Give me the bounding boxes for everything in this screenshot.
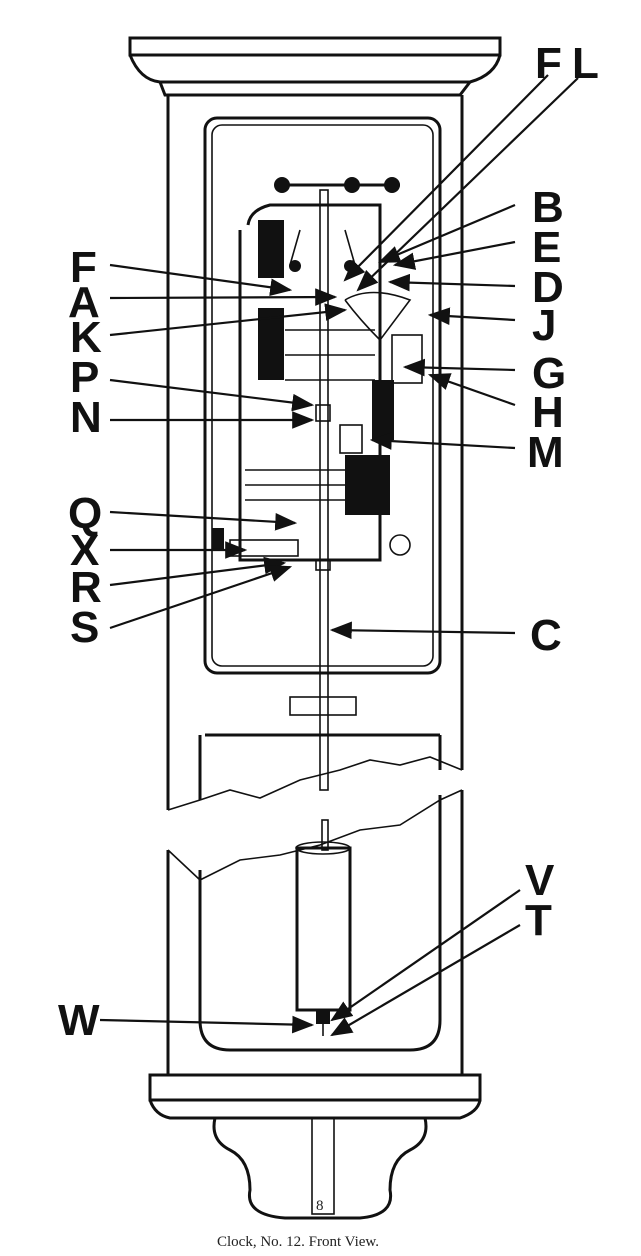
labels-left: F A K P N Q X R S W	[58, 243, 102, 1045]
label-H: H	[532, 388, 564, 437]
label-S: S	[70, 603, 99, 652]
label-T: T	[525, 896, 552, 945]
label-A: A	[68, 278, 100, 327]
label-V: V	[525, 856, 555, 905]
leader-lines	[99, 74, 579, 1037]
label-Q: Q	[68, 489, 102, 538]
label-D: D	[532, 263, 564, 312]
label-N: N	[70, 393, 102, 442]
label-L: L	[572, 39, 599, 88]
base-mark: 8	[316, 1198, 324, 1214]
cabinet-base: 8	[148, 1073, 482, 1220]
movement-mechanism	[212, 177, 423, 571]
label-X: X	[70, 526, 99, 575]
cabinet-body	[166, 95, 464, 1075]
label-G: G	[532, 349, 566, 398]
label-C: C	[530, 611, 562, 660]
label-F-left: F	[70, 243, 97, 292]
pendulum-bob	[295, 846, 352, 1012]
label-P: P	[70, 353, 99, 402]
label-J: J	[532, 301, 556, 350]
label-M: M	[527, 428, 564, 477]
labels-right: F L B E D J G H M C V T	[525, 39, 599, 945]
label-K: K	[70, 313, 102, 362]
name-plate	[289, 696, 357, 716]
label-B: B	[532, 183, 564, 232]
cabinet-cornice	[128, 36, 502, 97]
pendulum	[295, 189, 352, 1036]
label-E: E	[532, 223, 561, 272]
label-R: R	[70, 563, 102, 612]
label-W: W	[58, 996, 100, 1045]
label-F-right: F	[535, 39, 562, 88]
figure-caption: Clock, No. 12. Front View.	[217, 1234, 379, 1250]
